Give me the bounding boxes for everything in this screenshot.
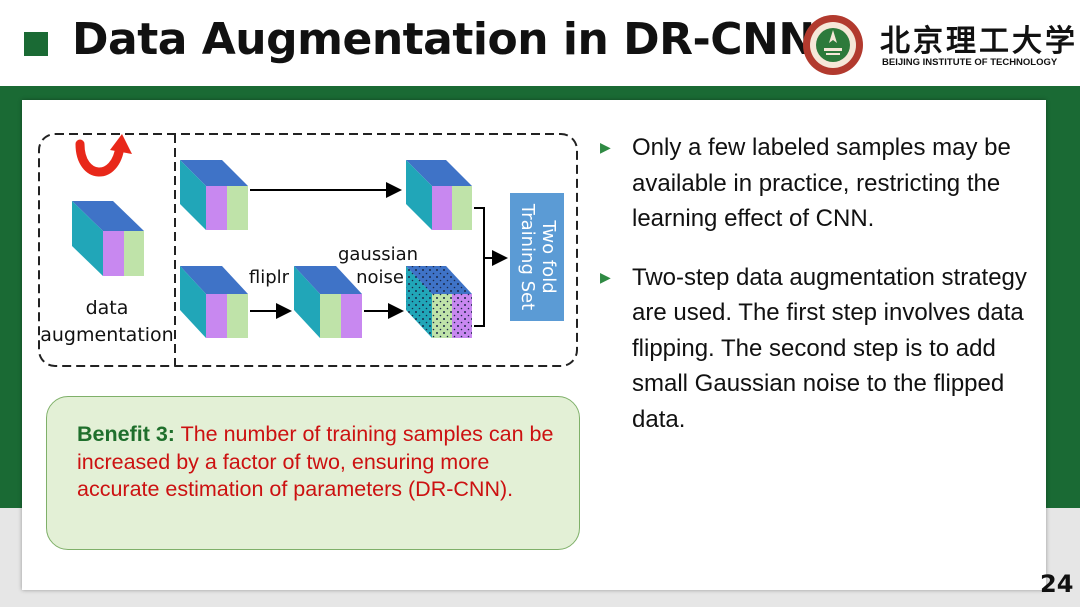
benefit-label: Benefit 3:: [77, 422, 175, 446]
noisy-cube: [406, 266, 472, 338]
training-set-label-2: Training Set: [517, 203, 538, 310]
university-name-en: BEIJING INSTITUTE OF TECHNOLOGY: [882, 57, 1058, 68]
fliplr-label: fliplr: [249, 267, 290, 288]
gaussian-label: gaussian: [338, 244, 418, 265]
flip-arrow-icon: [75, 134, 132, 177]
page-number: 24: [1040, 570, 1074, 598]
triangle-bullet-icon: ▶: [600, 139, 611, 155]
merge-connector: [474, 207, 508, 327]
title-bar: Data Augmentation in DR-CNN 北京理工大学 BEIJI…: [0, 0, 1080, 86]
noise-label: noise: [356, 267, 404, 288]
copied-cube: [406, 160, 472, 230]
training-set-label-1: Two fold: [538, 219, 559, 293]
data-augmentation-label-1: data: [86, 297, 129, 319]
bullet-text: Only a few labeled samples may be availa…: [632, 134, 1011, 232]
benefit-text: The number of training samples can be in…: [77, 422, 554, 501]
title-square-icon: [24, 32, 48, 56]
flipped-cube: [294, 266, 362, 338]
bullet-item: ▶ Two-step data augmentation strategy ar…: [600, 260, 1040, 438]
source-cube: [72, 201, 144, 276]
benefit-callout: Benefit 3: The number of training sample…: [46, 396, 580, 550]
triangle-bullet-icon: ▶: [600, 268, 611, 285]
university-name-cn: 北京理工大学: [880, 24, 1078, 59]
bullet-list: ▶ Only a few labeled samples may be avai…: [600, 130, 1040, 437]
slide-title: Data Augmentation in DR-CNN: [72, 14, 815, 65]
original-cube: [180, 160, 248, 230]
bullet-item: ▶ Only a few labeled samples may be avai…: [600, 130, 1040, 237]
pre-flip-cube: [180, 266, 248, 338]
augmentation-diagram: data augmentation fliplr gaussian noise: [38, 133, 578, 367]
university-seal-icon: [803, 15, 863, 75]
bullet-text: Two-step data augmentation strategy are …: [632, 263, 1027, 433]
dashed-border: [38, 133, 578, 367]
training-set-box: Two fold Training Set: [510, 193, 564, 321]
data-augmentation-label-2: augmentation: [40, 324, 173, 346]
